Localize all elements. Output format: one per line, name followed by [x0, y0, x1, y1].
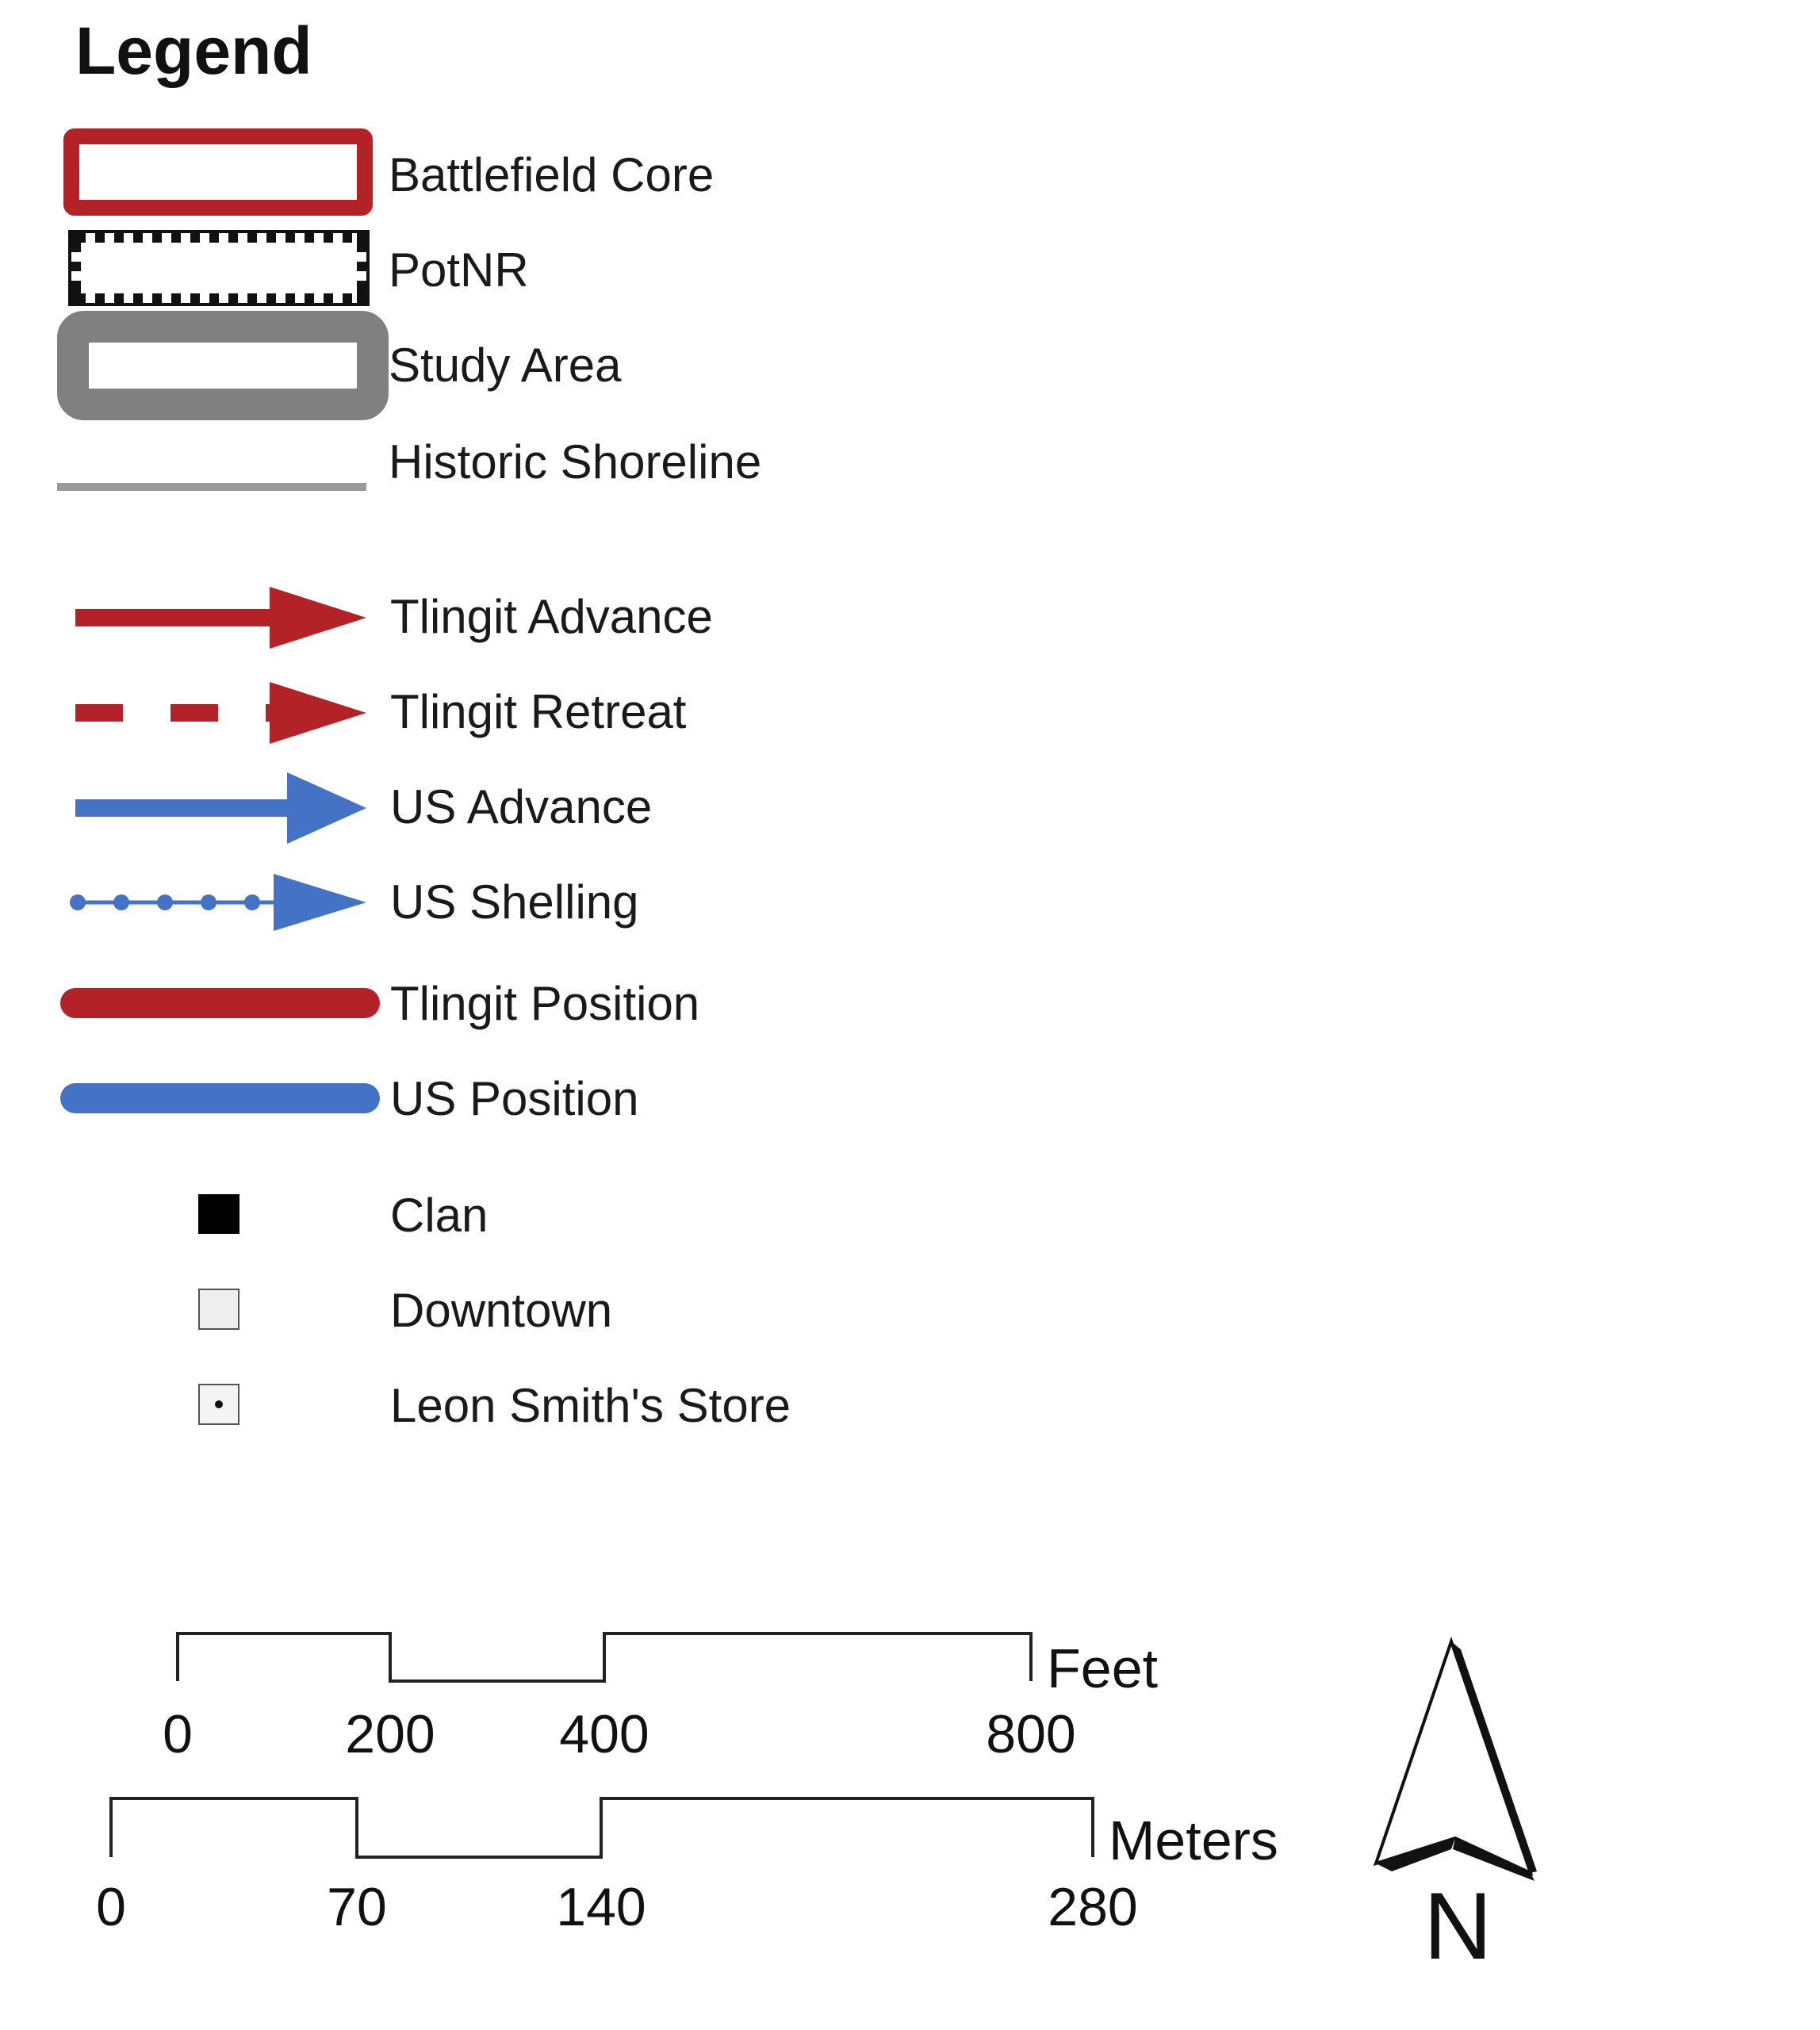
meters-tick-70: 70	[327, 1877, 387, 1937]
label-clan: Clan	[390, 1189, 489, 1242]
clan-symbol	[198, 1194, 239, 1234]
label-leon-smiths-store: Leon Smith's Store	[390, 1379, 791, 1432]
meters-tick-0: 0	[96, 1877, 126, 1937]
leon-smiths-store-symbol	[198, 1384, 239, 1425]
label-tlingit-retreat: Tlingit Retreat	[390, 685, 687, 738]
us-advance-symbol	[75, 772, 366, 844]
feet-unit-label: Feet	[1047, 1637, 1158, 1699]
legend-title: Legend	[75, 13, 312, 88]
tlingit-retreat-symbol	[75, 682, 366, 744]
meters-tick-140: 140	[556, 1877, 646, 1937]
label-us-position: US Position	[390, 1072, 639, 1125]
downtown-symbol	[198, 1289, 239, 1330]
feet-tick-0: 0	[163, 1704, 193, 1764]
study-area-symbol	[57, 311, 389, 420]
label-study-area: Study Area	[389, 339, 622, 392]
feet-tick-400: 400	[559, 1704, 649, 1764]
label-historic-shoreline: Historic Shoreline	[389, 435, 762, 488]
meters-tick-280: 280	[1048, 1877, 1137, 1937]
tlingit-advance-symbol	[75, 587, 366, 649]
label-potnr: PotNR	[389, 243, 529, 297]
feet-tick-800: 800	[986, 1704, 1075, 1764]
scale-bar-meters: 0 70 140 280 Meters	[96, 1797, 1278, 1937]
north-arrow-icon: N	[1373, 1636, 1537, 1979]
label-us-shelling: US Shelling	[390, 875, 639, 929]
label-battlefield-core: Battlefield Core	[389, 148, 715, 201]
battlefield-core-symbol	[63, 128, 373, 216]
feet-tick-200: 200	[345, 1704, 435, 1764]
potnr-symbol	[68, 230, 370, 306]
label-tlingit-position: Tlingit Position	[390, 977, 700, 1030]
label-tlingit-advance: Tlingit Advance	[390, 590, 713, 643]
north-label: N	[1423, 1873, 1492, 1979]
scale-bar-feet: 0 200 400 800 Feet	[163, 1632, 1158, 1764]
meters-unit-label: Meters	[1109, 1810, 1278, 1871]
label-us-advance: US Advance	[390, 780, 653, 833]
us-shelling-symbol	[70, 874, 366, 931]
label-downtown: Downtown	[390, 1284, 613, 1337]
